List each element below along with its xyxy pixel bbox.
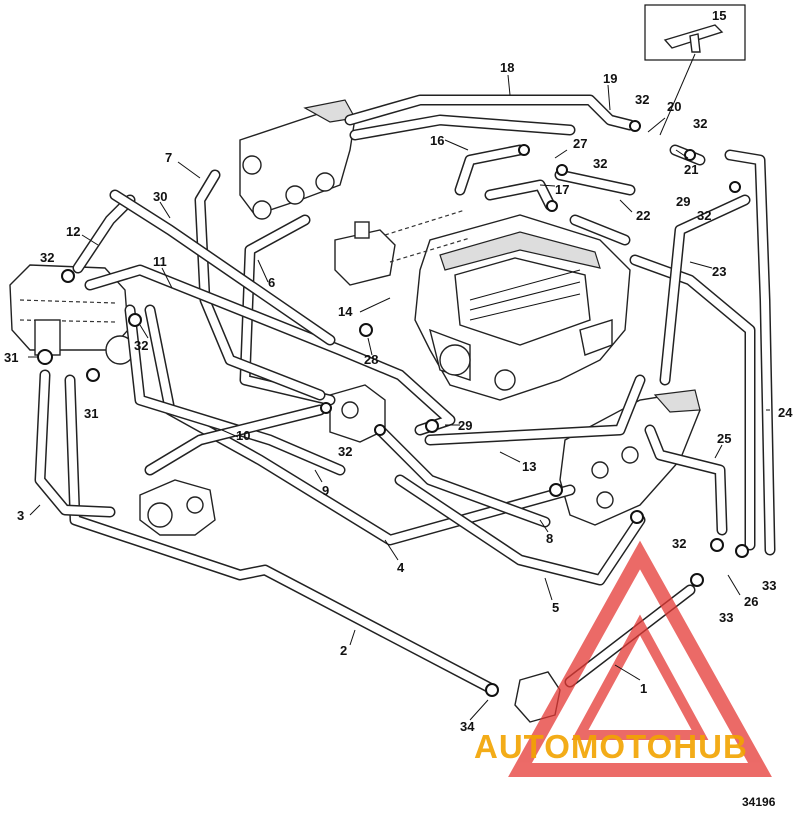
callout-15: 15 (712, 8, 726, 23)
callout-10: 10 (236, 428, 250, 443)
callout-32e: 32 (693, 116, 707, 131)
callout-11: 11 (153, 254, 167, 269)
callout-31b: 31 (84, 406, 98, 421)
callout-32b: 32 (134, 338, 148, 353)
callouts: 1 2 3 4 5 6 7 8 9 10 11 12 13 14 15 16 1… (4, 8, 793, 734)
thermostat-housing (334, 209, 471, 286)
callout-16: 16 (430, 133, 444, 148)
callout-24: 24 (778, 405, 793, 420)
callout-32c: 32 (338, 444, 352, 459)
exhaust-manifold-starboard (559, 389, 701, 526)
callout-26: 26 (744, 594, 758, 609)
callout-18: 18 (500, 60, 514, 75)
watermark-logo (508, 540, 772, 777)
callout-32: 32 (40, 250, 54, 265)
callout-4: 4 (397, 560, 405, 575)
callout-34: 34 (460, 719, 475, 734)
callout-25: 25 (717, 431, 731, 446)
callout-14: 14 (338, 304, 353, 319)
callout-30: 30 (153, 189, 167, 204)
engine-block (414, 214, 631, 401)
callout-27: 27 (573, 136, 587, 151)
callout-23: 23 (712, 264, 726, 279)
callout-1: 1 (640, 681, 647, 696)
callout-2: 2 (340, 643, 347, 658)
callout-33: 33 (762, 578, 776, 593)
seawater-pump (139, 479, 216, 536)
callout-7: 7 (165, 150, 172, 165)
callout-13: 13 (522, 459, 536, 474)
hoses (34, 94, 776, 694)
callout-29: 29 (458, 418, 472, 433)
callout-8: 8 (546, 531, 553, 546)
callout-31: 31 (4, 350, 18, 365)
watermark-text: AUTOMOTOHUB (474, 728, 748, 765)
exhaust-manifold-port (239, 99, 356, 220)
callout-21: 21 (684, 162, 698, 177)
callout-22: 22 (636, 208, 650, 223)
callout-3: 3 (17, 508, 24, 523)
callout-9: 9 (322, 483, 329, 498)
callout-17: 17 (555, 182, 569, 197)
callout-32g: 32 (697, 208, 711, 223)
tee-fitting-15 (644, 4, 746, 61)
callout-12: 12 (66, 224, 80, 239)
callout-19: 19 (603, 71, 617, 86)
callout-28: 28 (364, 352, 378, 367)
callout-20: 20 (667, 99, 681, 114)
figure-number: 34196 (742, 795, 776, 809)
callout-5: 5 (552, 600, 559, 615)
callout-33b: 33 (719, 610, 733, 625)
hose-clamps (37, 120, 749, 697)
callout-32h: 32 (672, 536, 686, 551)
leader-lines (28, 53, 770, 721)
callout-29b: 29 (676, 194, 690, 209)
callout-32d: 32 (635, 92, 649, 107)
callout-6: 6 (268, 275, 275, 290)
callout-32f: 32 (593, 156, 607, 171)
